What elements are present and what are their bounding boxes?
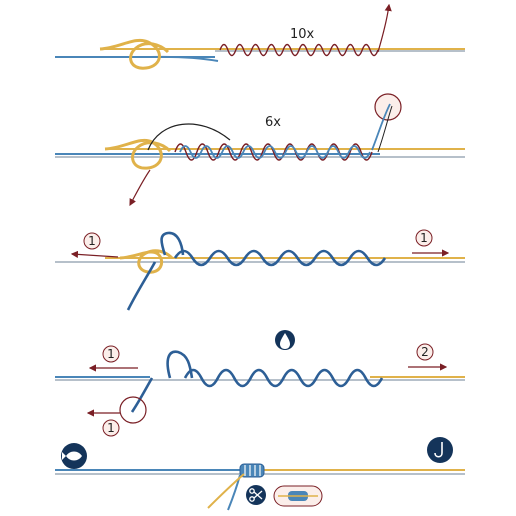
- step2-turns-label: 6x: [265, 115, 281, 130]
- step5-yellow-tag: [207, 473, 245, 509]
- scissors-icon: [246, 485, 266, 505]
- step-3: 1 1: [55, 229, 465, 311]
- step3-left-badge: [83, 232, 101, 250]
- hook-shape: [434, 442, 443, 458]
- step4-right-badge: [416, 343, 434, 361]
- step3-left-badge-text: 1: [88, 234, 96, 248]
- step4-tag-end: [166, 350, 194, 379]
- hook-icon: [427, 437, 453, 463]
- step5-knot-wraps: [244, 465, 261, 476]
- step2-tag-end-line: [377, 105, 393, 153]
- step-2: 6x: [55, 93, 465, 207]
- step2-down-arrow: [129, 169, 151, 207]
- step4-bottom-badge: [102, 419, 120, 437]
- step3-left-arrow: [70, 250, 119, 258]
- step3-right-badge: [415, 229, 433, 247]
- step3-right-badge-text: 1: [420, 231, 428, 245]
- water-drop-shape: [280, 333, 290, 349]
- step2-blue-coils: [179, 145, 371, 159]
- step4-coils: [183, 368, 384, 388]
- step1-coils: [219, 43, 379, 57]
- step1-blue-tag-end: [149, 55, 219, 62]
- step4-left-badge: [102, 345, 120, 363]
- step5-knot-body: [239, 463, 265, 478]
- step4-right-badge-text: 2: [421, 345, 429, 359]
- step2-tag-end-curve: [371, 103, 391, 151]
- step2-knot: [104, 138, 172, 170]
- step-4: 1 2 1: [55, 330, 465, 437]
- step4-left-badge-text: 1: [107, 347, 115, 361]
- step1-end-arrow: [377, 3, 392, 53]
- step4-highlight-circle: [119, 396, 147, 424]
- fish-shape: [62, 451, 82, 461]
- step3-tag-end: [160, 231, 185, 256]
- step-1: 10x: [55, 3, 465, 70]
- step-5: [55, 437, 465, 511]
- step1-turns-label: 10x: [290, 27, 315, 42]
- step4-bottom-badge-text: 1: [107, 421, 115, 435]
- step3-coils: [173, 249, 387, 267]
- scissors-shape: [249, 488, 263, 502]
- step4-lower-tag: [130, 377, 154, 413]
- step2-return-curve: [147, 123, 231, 151]
- step1-knot: [99, 38, 170, 70]
- step3-lower-tag: [126, 261, 157, 311]
